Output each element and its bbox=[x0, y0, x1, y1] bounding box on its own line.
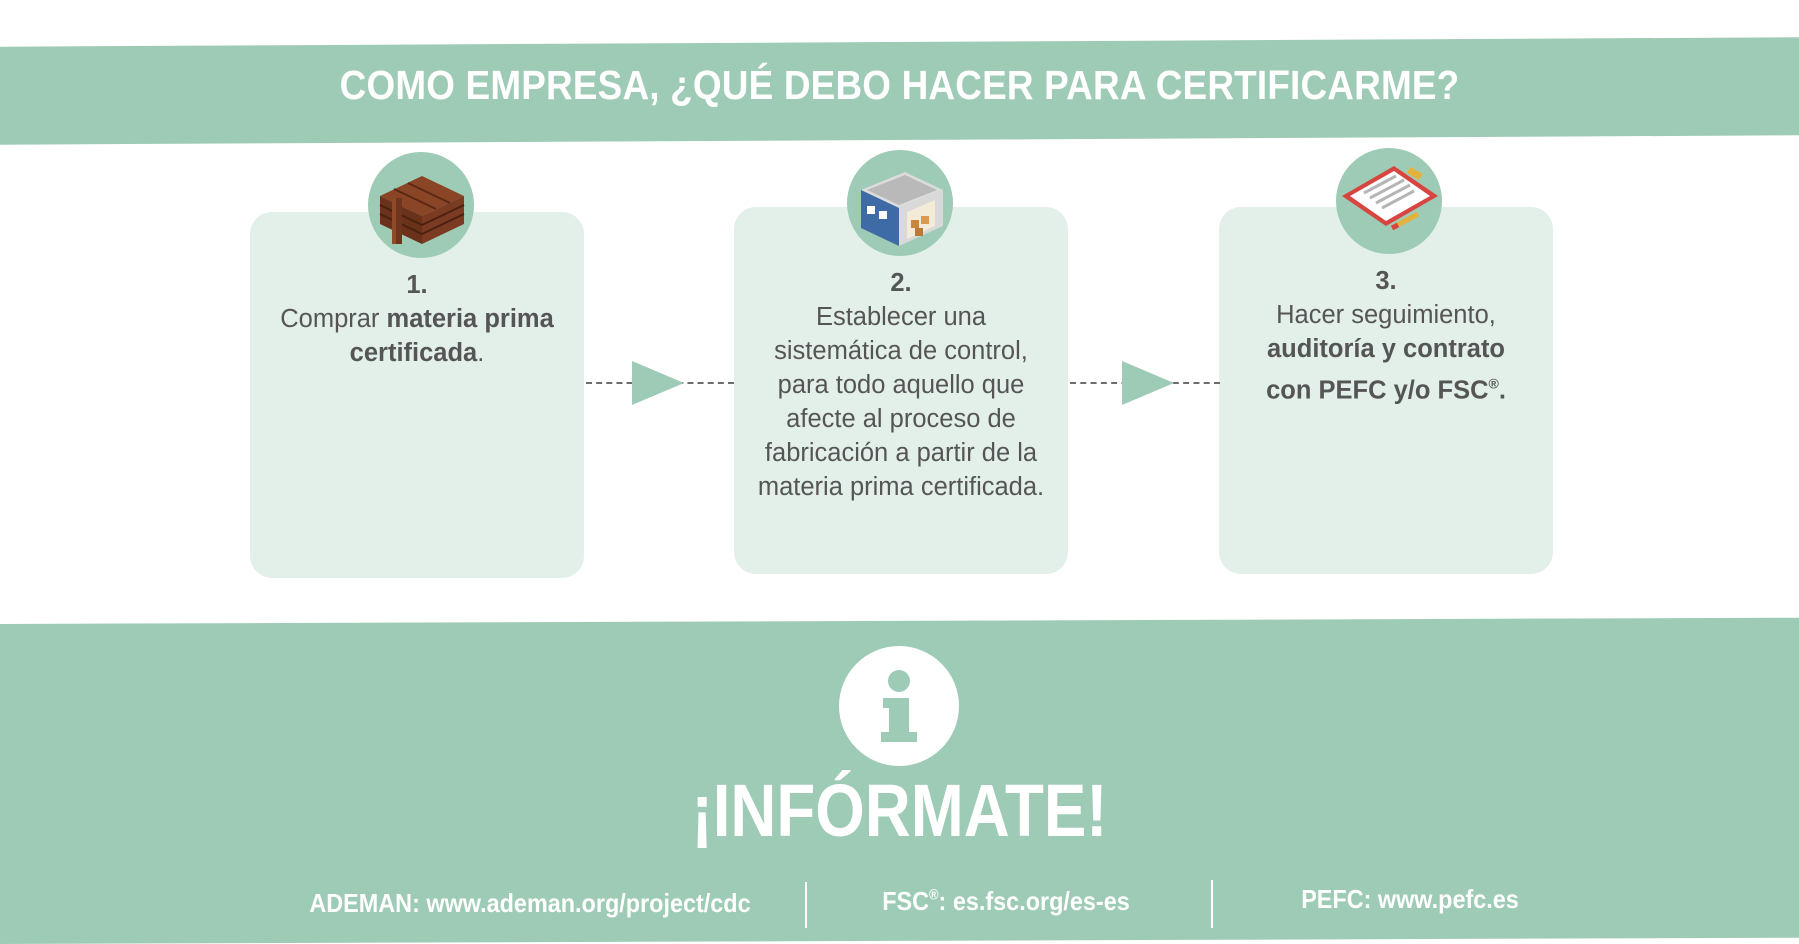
arrow-right-icon bbox=[1122, 361, 1174, 405]
step-text-3: 3. Hacer seguimiento, auditoría y contra… bbox=[1219, 264, 1553, 408]
registered-mark: ® bbox=[929, 887, 939, 904]
fsc-link[interactable]: FSC®: es.fsc.org/es-es bbox=[826, 886, 1186, 917]
ademan-label: ADEMAN: bbox=[309, 888, 420, 918]
step-3-text-bold: auditoría y contrato con PEFC y/o FSC bbox=[1266, 335, 1506, 405]
step-3-text-end: . bbox=[1498, 376, 1506, 405]
divider bbox=[805, 882, 807, 928]
step-card-2 bbox=[734, 207, 1068, 574]
cta-heading: ¡INFÓRMATE! bbox=[691, 769, 1108, 852]
ademan-link[interactable]: ADEMAN: www.ademan.org/project/cdc bbox=[278, 888, 782, 919]
registered-mark: ® bbox=[1488, 375, 1499, 391]
step-number-2: 2. bbox=[890, 269, 912, 297]
pefc-label: PEFC: bbox=[1301, 884, 1372, 914]
fsc-label: FSC bbox=[882, 886, 930, 916]
step-card-1 bbox=[250, 212, 584, 578]
fsc-label-colon: : bbox=[938, 886, 947, 916]
info-icon bbox=[839, 646, 959, 766]
arrow-right-icon bbox=[632, 361, 684, 405]
step-number-1: 1. bbox=[406, 271, 428, 299]
fsc-url: es.fsc.org/es-es bbox=[952, 886, 1130, 916]
step-1-text-bold: materia prima certificada bbox=[349, 305, 554, 367]
step-number-3: 3. bbox=[1375, 267, 1397, 295]
wood-planks-icon bbox=[368, 152, 474, 258]
factory-warehouse-icon bbox=[847, 150, 953, 256]
step-1-text-end: . bbox=[477, 339, 485, 367]
pefc-link[interactable]: PEFC: www.pefc.es bbox=[1230, 884, 1590, 915]
pefc-url: www.pefc.es bbox=[1377, 884, 1519, 914]
page-title: COMO EMPRESA, ¿QUÉ DEBO HACER PARA CERTI… bbox=[339, 62, 1460, 108]
step-text-2: 2. Establecer una sistemática de control… bbox=[734, 266, 1068, 504]
step-card-3 bbox=[1219, 207, 1553, 574]
step-3-text-plain: Hacer seguimiento, bbox=[1276, 301, 1496, 329]
step-2-text: Establecer una sistemática de control, p… bbox=[757, 303, 1045, 501]
step-text-1: 1. Comprar materia prima certificada. bbox=[250, 268, 584, 370]
ademan-url: www.ademan.org/project/cdc bbox=[426, 888, 751, 918]
step-1-text-plain: Comprar bbox=[280, 305, 380, 333]
clipboard-contract-icon bbox=[1336, 148, 1442, 254]
divider bbox=[1211, 880, 1213, 928]
